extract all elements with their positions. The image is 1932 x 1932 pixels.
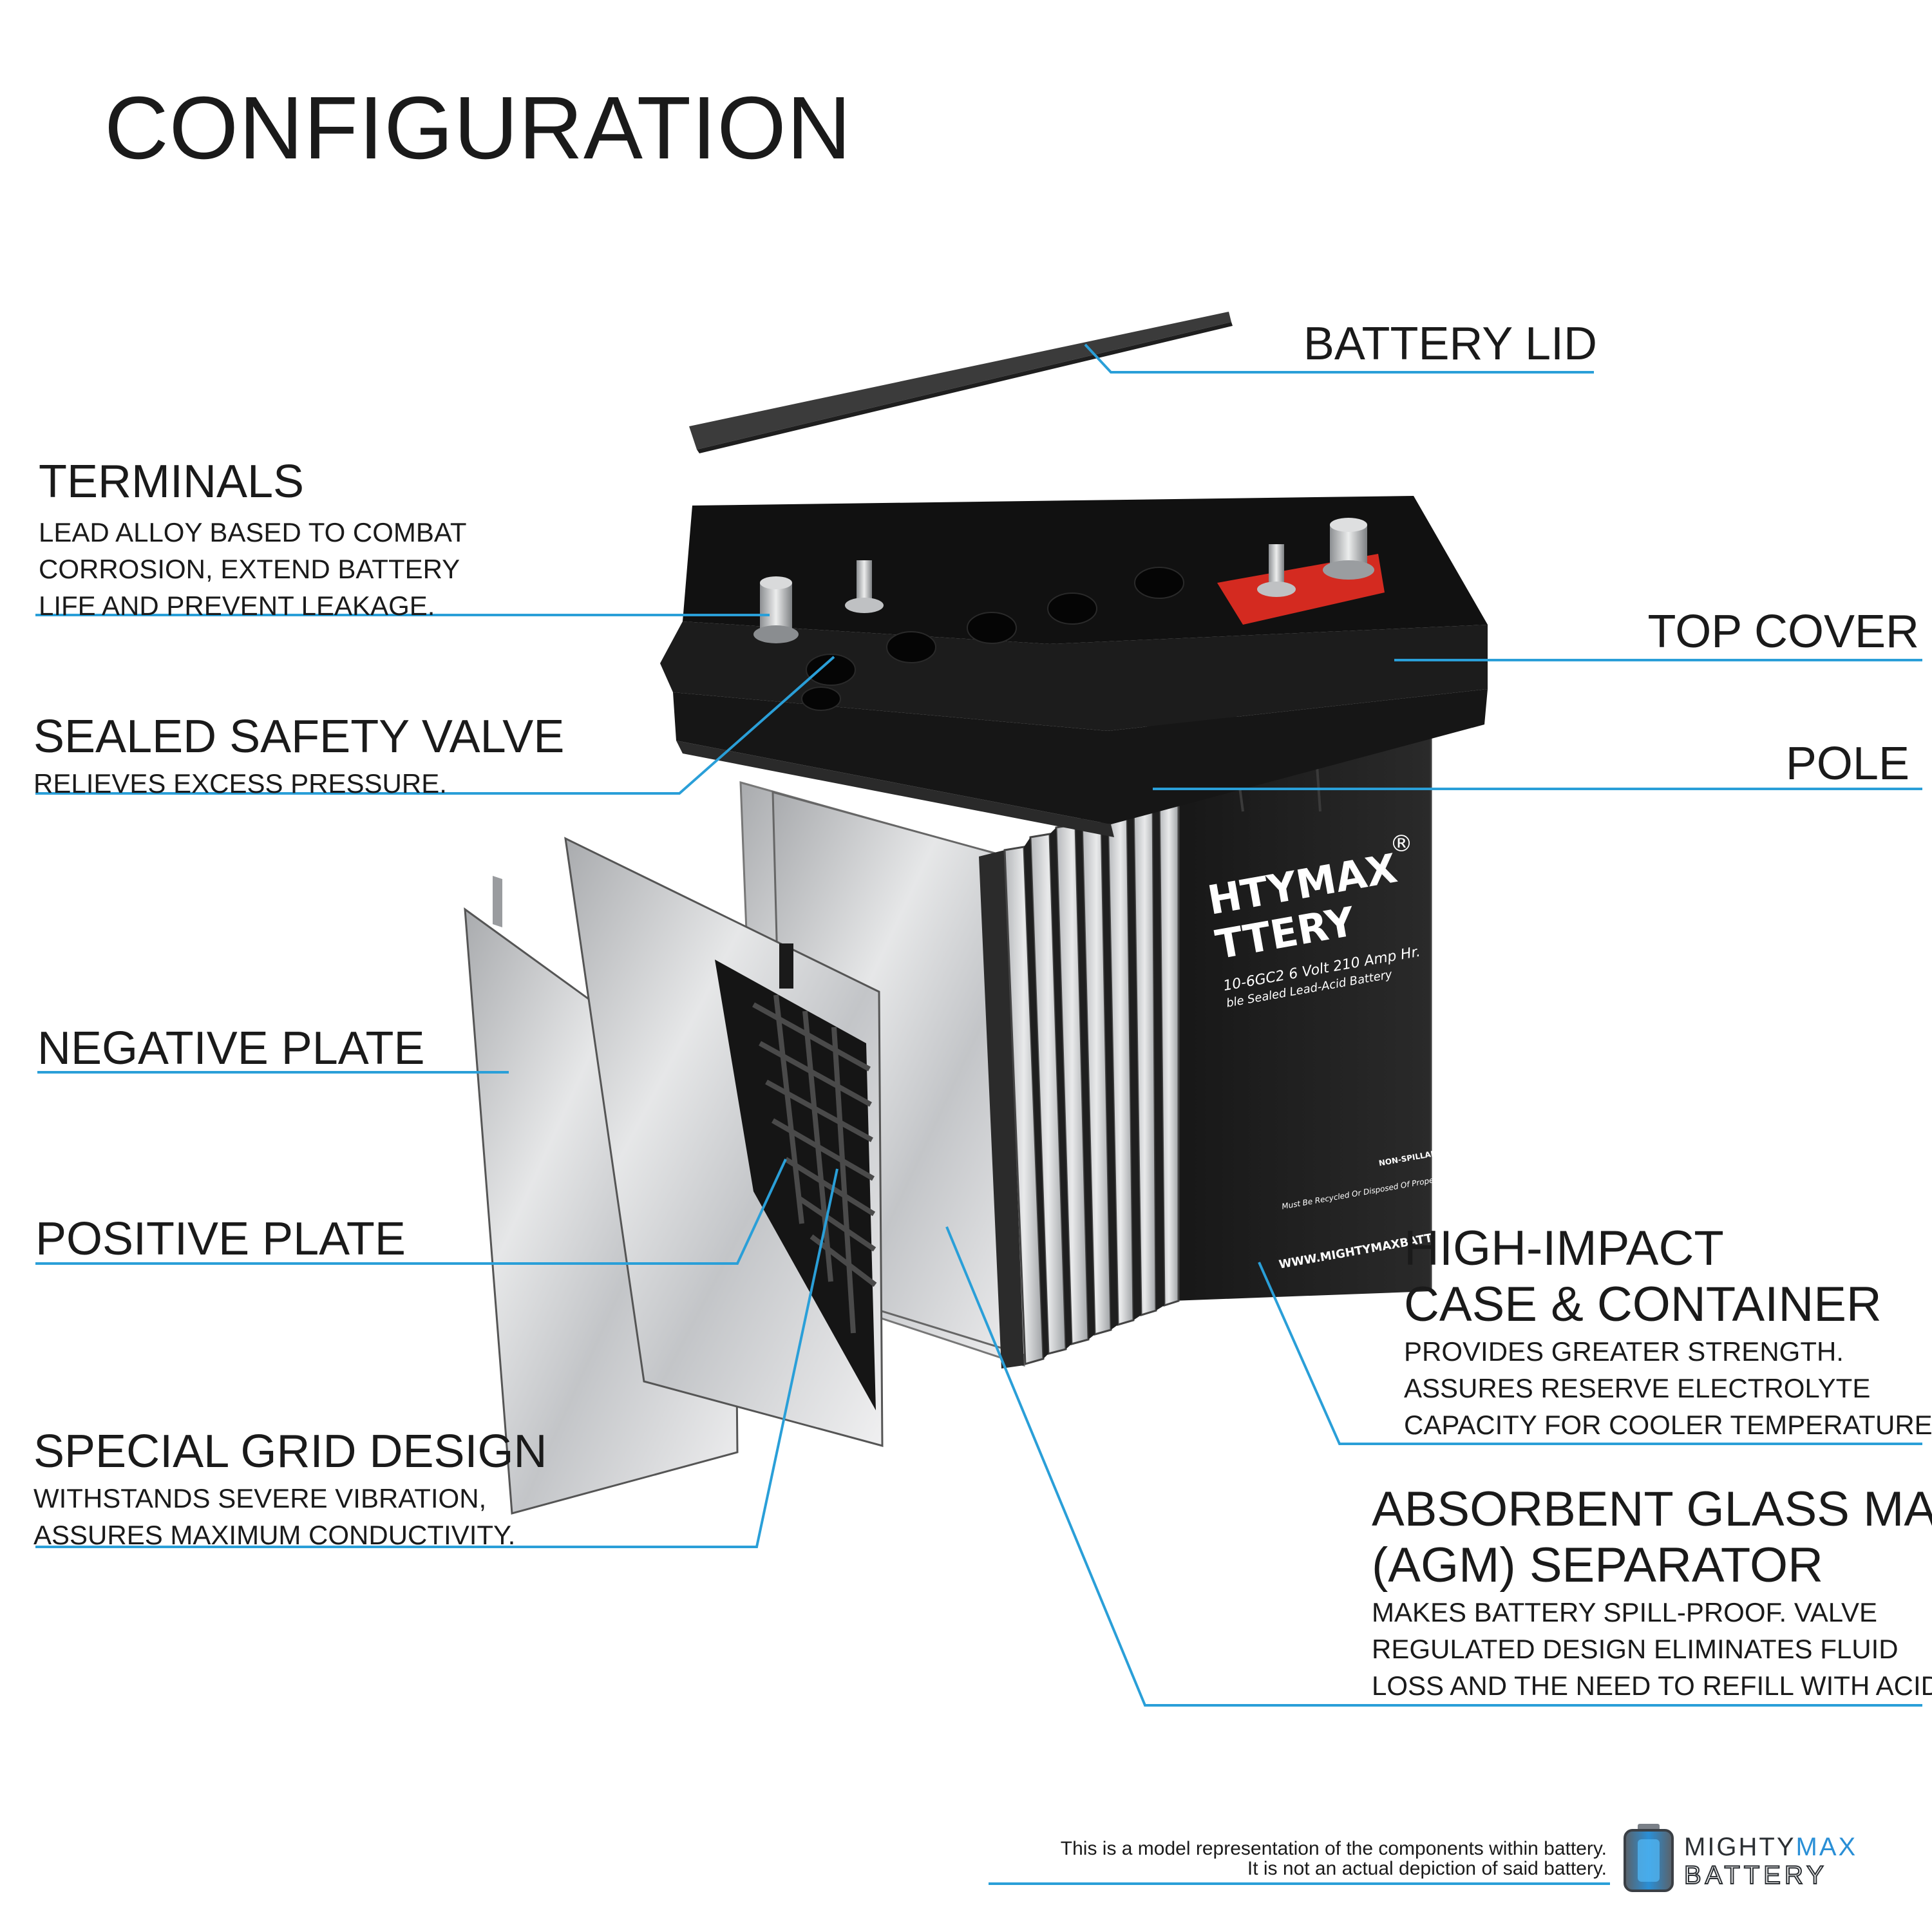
top-cover-part — [660, 496, 1488, 837]
label-sealed-safety-valve: SEALED SAFETY VALVE RELIEVES EXCESS PRES… — [33, 714, 564, 802]
label-special-grid-design: SPECIAL GRID DESIGN WITHSTANDS SEVERE VI… — [33, 1428, 547, 1553]
special-grid-heading: SPECIAL GRID DESIGN — [33, 1426, 547, 1477]
terminals-desc-line: LEAD ALLOY BASED TO COMBAT — [39, 517, 467, 547]
terminal-posts — [753, 518, 1374, 643]
terminals-heading: TERMINALS — [39, 456, 305, 507]
case-desc-line: PROVIDES GREATER STRENGTH. — [1404, 1336, 1844, 1367]
sealed-valve-desc: RELIEVES EXCESS PRESSURE. — [33, 768, 447, 799]
logo-line1: MIGHTYMAX — [1684, 1834, 1857, 1860]
battery-lid-part — [689, 312, 1233, 453]
logo-mighty: MIGHTY — [1684, 1833, 1796, 1861]
grid-part — [715, 943, 877, 1410]
terminals-desc-line: CORROSION, EXTEND BATTERY — [39, 554, 460, 584]
agm-heading: ABSORBENT GLASS MAT (AGM) SEPARATOR — [1372, 1481, 1932, 1594]
agm-desc-line: REGULATED DESIGN ELIMINATES FLUID — [1372, 1633, 1899, 1664]
leader-positive-plate — [35, 1159, 787, 1265]
disclaimer: This is a model representation of the co… — [869, 1839, 1607, 1879]
agm-desc-line: LOSS AND THE NEED TO REFILL WITH ACID. — [1372, 1670, 1932, 1701]
special-grid-desc-line: ASSURES MAXIMUM CONDUCTIVITY. — [33, 1520, 516, 1550]
leader-sealed-valve — [35, 656, 835, 795]
special-grid-desc: WITHSTANDS SEVERE VIBRATION, ASSURES MAX… — [33, 1480, 547, 1553]
terminals-desc-line: LIFE AND PREVENT LEAKAGE. — [39, 591, 435, 621]
brand-logo: MIGHTYMAX BATTERY — [1620, 1823, 1890, 1893]
leader-agm — [945, 1226, 1922, 1707]
case-desc: PROVIDES GREATER STRENGTH. ASSURES RESER… — [1404, 1333, 1932, 1443]
sealed-valve-heading: SEALED SAFETY VALVE — [33, 711, 565, 762]
agm-heading-line: (AGM) SEPARATOR — [1372, 1538, 1823, 1593]
agm-desc-line: MAKES BATTERY SPILL-PROOF. VALVE — [1372, 1596, 1878, 1627]
label-positive-plate: POSITIVE PLATE — [35, 1213, 406, 1265]
leader-special-grid — [35, 1168, 838, 1548]
leader-battery-lid — [1084, 343, 1594, 374]
page-title: CONFIGURATION — [104, 79, 852, 178]
case-heading-line: CASE & CONTAINER — [1404, 1277, 1882, 1332]
terminals-desc: LEAD ALLOY BASED TO COMBAT CORROSION, EX… — [39, 514, 466, 624]
label-pole: POLE — [1785, 738, 1909, 790]
label-top-cover: TOP COVER — [1647, 606, 1919, 658]
label-battery-lid: BATTERY LID — [1303, 318, 1597, 370]
case-registered-mark: ® — [1390, 831, 1413, 857]
positive-plate-part — [564, 837, 884, 1447]
label-terminals: TERMINALS LEAD ALLOY BASED TO COMBAT COR… — [39, 459, 466, 624]
leader-lines — [35, 343, 1922, 1885]
battery-cell-icon — [1624, 1824, 1674, 1892]
case-desc-line: CAPACITY FOR COOLER TEMPERATURES. — [1404, 1409, 1932, 1440]
leader-case — [1258, 1262, 1922, 1445]
agm-heading-line: ABSORBENT GLASS MAT — [1372, 1482, 1932, 1537]
logo-max: MAX — [1795, 1833, 1858, 1861]
label-agm-separator: ABSORBENT GLASS MAT (AGM) SEPARATOR MAKE… — [1372, 1481, 1932, 1704]
disclaimer-line: This is a model representation of the co… — [1060, 1838, 1607, 1859]
case-heading-line: HIGH-IMPACT — [1404, 1221, 1724, 1276]
label-high-impact-case: HIGH-IMPACT CASE & CONTAINER PROVIDES GR… — [1404, 1220, 1932, 1443]
disclaimer-line: It is not an actual depiction of said ba… — [1247, 1858, 1607, 1879]
battery-case: HTYMAX TTERY 10-6GC2 6 Volt 210 Amp Hr. … — [1146, 712, 1490, 1301]
case-heading: HIGH-IMPACT CASE & CONTAINER — [1404, 1220, 1932, 1333]
agm-desc: MAKES BATTERY SPILL-PROOF. VALVE REGULAT… — [1372, 1594, 1932, 1704]
logo-line2: BATTERY — [1683, 1861, 1828, 1889]
special-grid-desc-line: WITHSTANDS SEVERE VIBRATION, — [33, 1483, 487, 1513]
case-desc-line: ASSURES RESERVE ELECTROLYTE — [1404, 1372, 1871, 1403]
label-negative-plate: NEGATIVE PLATE — [37, 1023, 425, 1074]
